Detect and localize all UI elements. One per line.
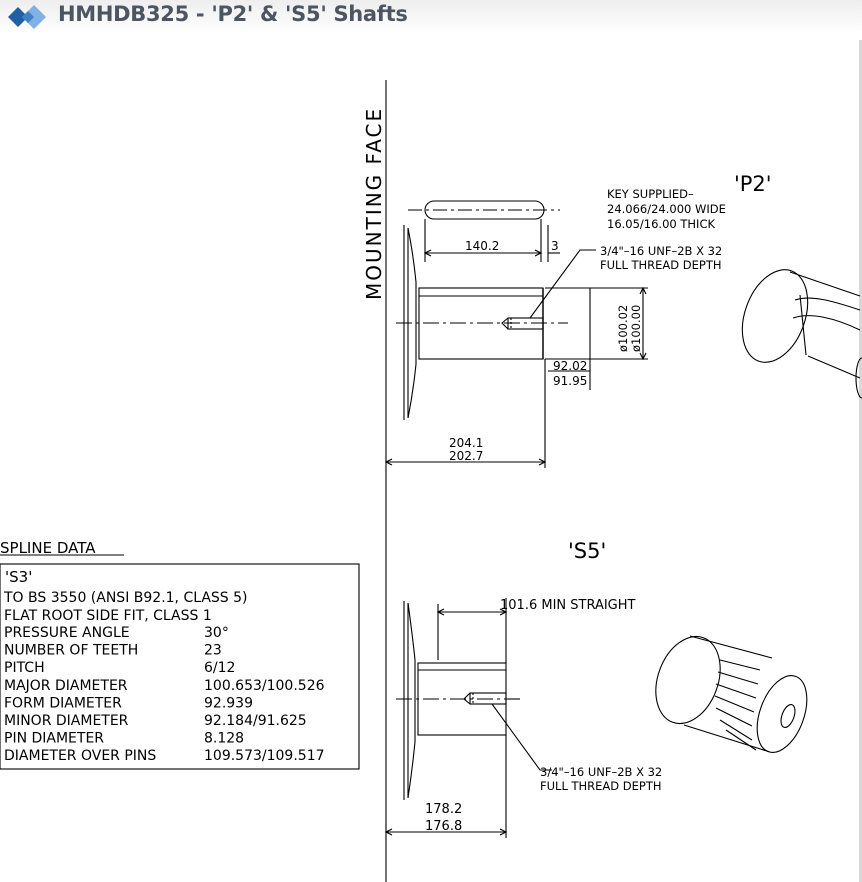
- p2-dim-dia-max: ø100.02: [616, 305, 630, 352]
- p2-dim-overall-min: 202.7: [449, 449, 483, 463]
- p2-label: 'P2': [734, 172, 772, 196]
- p2-key-note-1: KEY SUPPLIED–: [607, 187, 694, 201]
- spline-standard-1: TO BS 3550 (ANSI B92.1, CLASS 5): [3, 590, 248, 606]
- p2-dim-shoulder-min: 91.95: [553, 374, 587, 388]
- p2-dim-shoulder-max: 92.02: [553, 359, 587, 373]
- spline-data-box: [0, 563, 360, 770]
- s5-straight-note: 101.6 MIN STRAIGHT: [500, 598, 636, 613]
- spline-row-value: 109.573/109.517: [204, 748, 325, 764]
- spline-row-label: MAJOR DIAMETER: [4, 678, 128, 694]
- spline-row-value: 8.128: [204, 731, 244, 747]
- p2-thread-note-2: FULL THREAD DEPTH: [600, 258, 722, 272]
- s5-thread-note-1: 3/4"–16 UNF–2B X 32: [540, 765, 662, 779]
- diamond-logo-icon: [8, 5, 46, 29]
- header-bar: HMHDB325 - 'P2' & 'S5' Shafts: [0, 0, 862, 34]
- spline-standard-2: FLAT ROOT SIDE FIT, CLASS 1: [4, 608, 212, 624]
- p2-dim-overall-max: 204.1: [449, 436, 483, 450]
- s5-label: 'S5': [568, 539, 606, 563]
- page-edge-divider: [859, 40, 862, 882]
- spline-row-label: DIAMETER OVER PINS: [4, 748, 156, 764]
- spline-row-value: 23: [204, 643, 222, 659]
- spline-row-value: 6/12: [204, 660, 235, 676]
- p2-dim-dia-min: ø100.00: [629, 305, 643, 352]
- s5-shaft-drawing: [384, 598, 552, 838]
- spline-row-label: MINOR DIAMETER: [4, 713, 129, 729]
- spline-row-value: 92.184/91.625: [204, 713, 307, 729]
- spline-row-value: 100.653/100.526: [204, 678, 325, 694]
- p2-dim-key-offset: 3: [551, 239, 559, 253]
- p2-isometric-view: [741, 269, 862, 399]
- spline-row-label: PIN DIAMETER: [4, 731, 104, 747]
- p2-thread-note-1: 3/4"–16 UNF–2B X 32: [600, 244, 722, 258]
- page-title: HMHDB325 - 'P2' & 'S5' Shafts: [58, 2, 408, 26]
- s5-thread-note-2: FULL THREAD DEPTH: [540, 779, 662, 793]
- spline-row-label: NUMBER OF TEETH: [4, 643, 138, 659]
- spline-row-label: PRESSURE ANGLE: [4, 625, 130, 641]
- spline-code: 'S3': [5, 568, 32, 586]
- p2-dim-key-length: 140.2: [465, 239, 499, 253]
- spline-row-label: FORM DIAMETER: [4, 695, 122, 711]
- s5-dim-overall-min: 176.8: [425, 819, 462, 834]
- mounting-face-label: MOUNTING FACE: [362, 107, 386, 300]
- spline-row-value: 92.939: [204, 695, 253, 711]
- p2-key-note-3: 16.05/16.00 THICK: [607, 217, 715, 231]
- s5-isometric-view: [655, 635, 808, 753]
- p2-shaft-drawing: [384, 200, 648, 468]
- p2-key-note-2: 24.066/24.000 WIDE: [607, 202, 726, 216]
- spline-heading: SPLINE DATA: [0, 539, 96, 557]
- s5-dim-overall-max: 178.2: [425, 802, 462, 817]
- spline-row-label: PITCH: [4, 660, 45, 676]
- spline-row-value: 30°: [204, 625, 229, 641]
